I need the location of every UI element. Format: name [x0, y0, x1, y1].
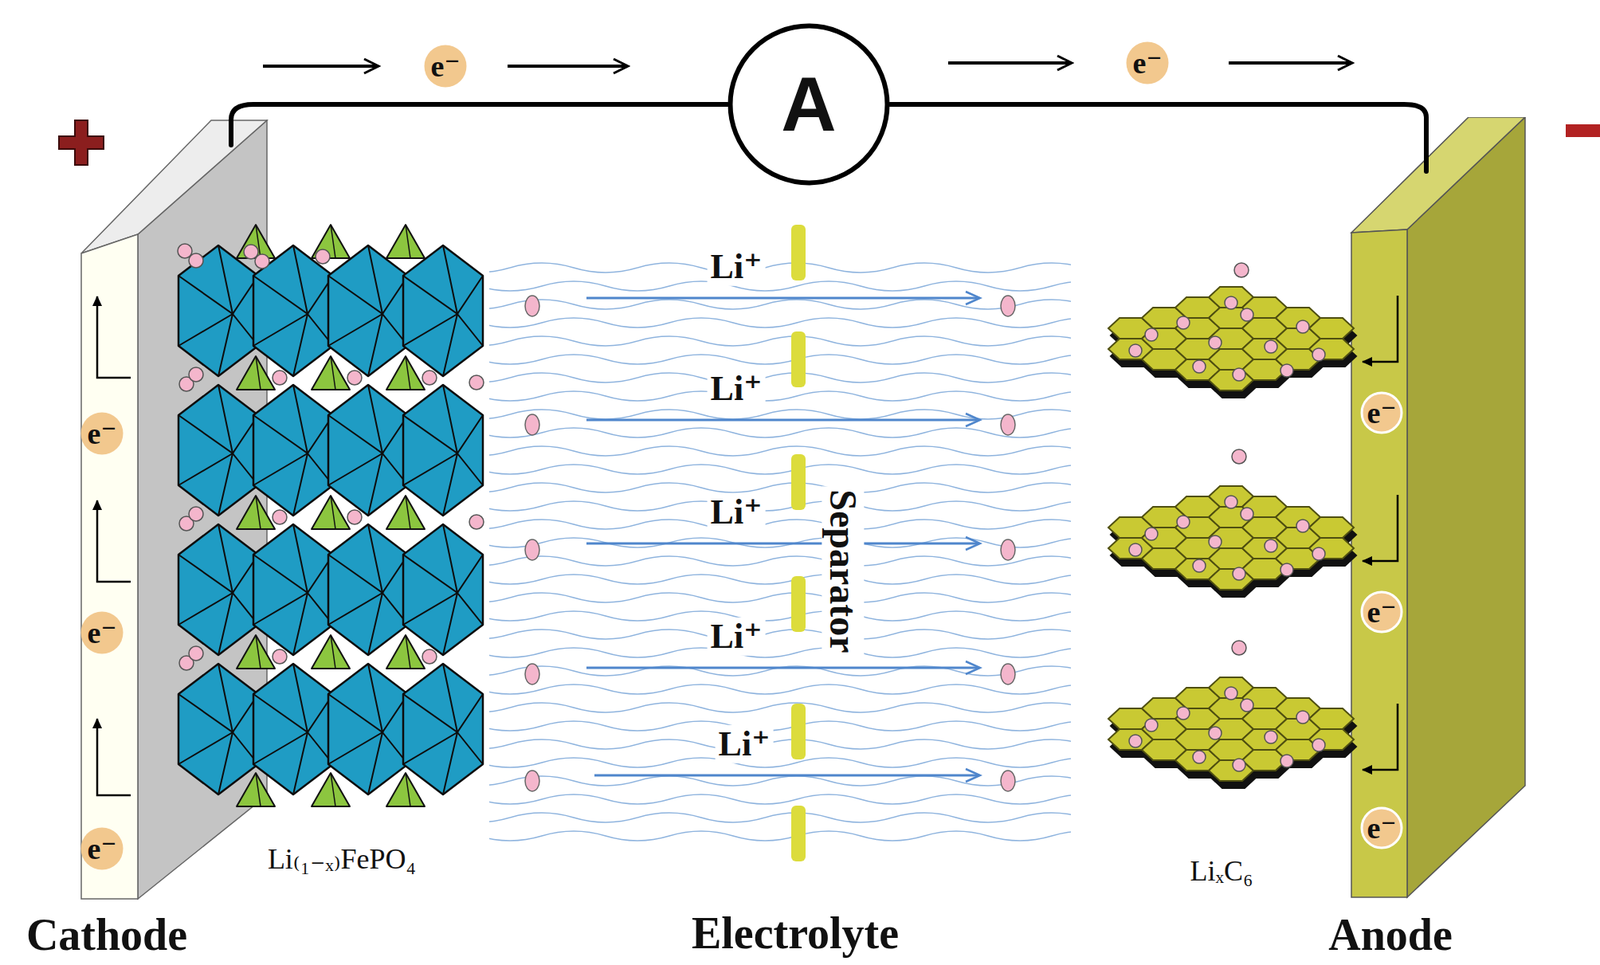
lithium-ions: [525, 295, 1016, 792]
electron-circle: e⁻: [1360, 806, 1404, 850]
electron-label: e⁻: [431, 50, 461, 82]
lithium-ions: [1231, 262, 1249, 655]
electron-circle: e⁻: [1360, 391, 1404, 435]
ion-label: Li⁺: [707, 493, 766, 532]
ion-label: Li⁺: [715, 725, 774, 764]
minus-sign: [1565, 124, 1600, 138]
electron-circle: e⁻: [80, 411, 124, 455]
anode-plate: Anode e⁻ e⁻ e⁻: [1099, 117, 1530, 961]
ammeter-label: A: [780, 66, 836, 143]
electron-label: e⁻: [87, 833, 118, 864]
material-label: LiₓC₆: [1190, 855, 1254, 888]
electron-label: e⁻: [1367, 397, 1397, 428]
electrode-name: Cathode: [26, 912, 188, 957]
ion-label: Li⁺: [707, 617, 766, 656]
ion-label: Li⁺: [707, 369, 766, 408]
electron-circle: e⁻: [423, 44, 467, 88]
lithium-ions: [177, 243, 484, 671]
olivine-crystal: [178, 224, 483, 807]
cathode-plate: Cathode e⁻ e⁻ e⁻: [15, 119, 487, 961]
electron-circle: e⁻: [80, 611, 124, 655]
electron-label: e⁻: [87, 418, 118, 449]
electron-circle: e⁻: [1360, 590, 1404, 634]
ion-arrows: [586, 298, 980, 776]
material-label: Li₍₁₋ₓ₎FePO₄: [267, 843, 416, 876]
electron-label: e⁻: [1367, 812, 1397, 844]
graphite-layers: [1108, 286, 1357, 789]
ammeter-circle: A: [727, 23, 891, 186]
anode-plate-drawing: [1099, 117, 1530, 961]
electron-label: e⁻: [1367, 596, 1397, 628]
circuit-wire: [890, 104, 1427, 118]
ion-label: Li⁺: [707, 247, 766, 287]
electrode-name: Anode: [1328, 912, 1453, 957]
circuit-wire: [231, 104, 728, 120]
separator-label: Separator: [822, 486, 865, 656]
plus-sign: [58, 120, 104, 165]
electrolyte-waves: [489, 254, 1071, 847]
electron-label: e⁻: [87, 617, 118, 648]
electron-label: e⁻: [1133, 47, 1163, 79]
region-label: Electrolyte: [691, 909, 899, 959]
electron-circle: e⁻: [1125, 41, 1169, 85]
cathode-plate-drawing: [15, 119, 487, 961]
electron-circle: e⁻: [80, 827, 124, 871]
